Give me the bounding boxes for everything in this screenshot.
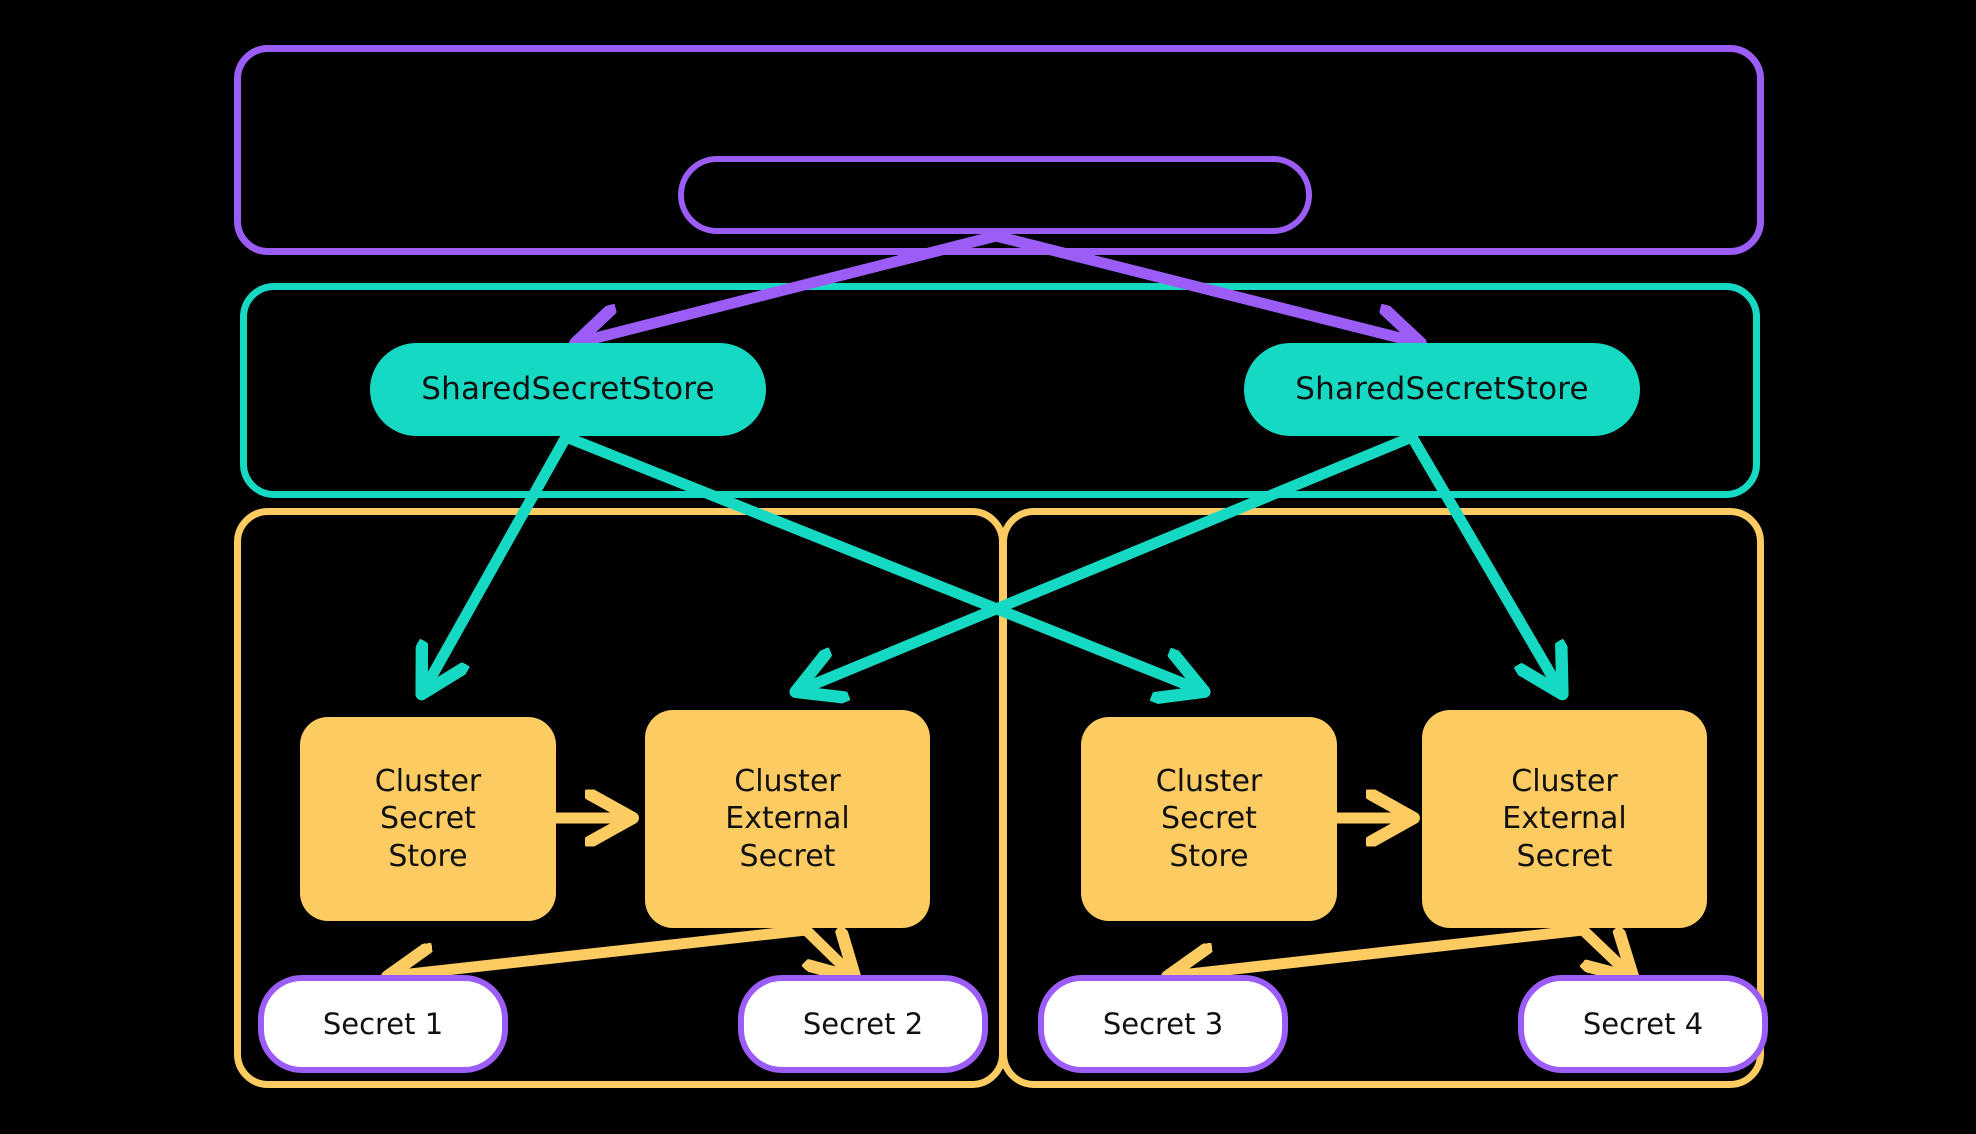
edge-cluster-external-secret-right-to-secret-4: [1577, 924, 1630, 975]
node-shared-secret-store-right[interactable]: SharedSecretStore: [1244, 343, 1640, 436]
node-label: Cluster Secret Store: [1155, 763, 1263, 874]
edge-cluster-external-secret-right-to-secret-3: [1172, 924, 1589, 976]
node-secret-4[interactable]: Secret 4: [1518, 975, 1768, 1073]
edge-cluster-external-secret-left-to-secret-1: [392, 924, 812, 976]
node-cluster-external-secret-left[interactable]: Cluster External Secret: [645, 710, 930, 928]
edge-inner-pill-to-shared-store-left: [580, 230, 1002, 342]
node-secret-2[interactable]: Secret 2: [738, 975, 988, 1073]
edge-shared-store-right-to-cluster-external-secret-right: [1406, 431, 1560, 690]
edge-cluster-external-secret-left-to-secret-2: [800, 924, 852, 975]
node-label: Secret 3: [1102, 1006, 1224, 1041]
node-label: Secret 1: [322, 1006, 444, 1041]
node-label: SharedSecretStore: [421, 371, 715, 408]
node-label: Cluster External Secret: [725, 763, 850, 874]
node-cluster-secret-store-left[interactable]: Cluster Secret Store: [300, 717, 556, 921]
edge-shared-store-right-to-cluster-external-secret-left: [800, 431, 1418, 690]
group-management-cluster: [234, 45, 1764, 255]
node-cluster-secret-store-right[interactable]: Cluster Secret Store: [1081, 717, 1337, 921]
node-label: SharedSecretStore: [1295, 371, 1589, 408]
node-label: Secret 2: [802, 1006, 924, 1041]
edge-inner-pill-to-shared-store-right: [990, 230, 1416, 342]
node-secret-3[interactable]: Secret 3: [1038, 975, 1288, 1073]
node-cluster-external-secret-right[interactable]: Cluster External Secret: [1422, 710, 1707, 928]
edge-shared-store-left-to-cluster-secret-store-right: [560, 431, 1200, 690]
node-secret-1[interactable]: Secret 1: [258, 975, 508, 1073]
group-tenant-cluster-right: [1000, 508, 1764, 1088]
node-label: Cluster External Secret: [1502, 763, 1627, 874]
group-shared-layer: [240, 283, 1760, 498]
node-label: Secret 4: [1582, 1006, 1704, 1041]
node-shared-secret-store-left[interactable]: SharedSecretStore: [370, 343, 766, 436]
node-label: Cluster Secret Store: [374, 763, 482, 874]
edge-shared-store-left-to-cluster-secret-store-left: [424, 431, 572, 690]
